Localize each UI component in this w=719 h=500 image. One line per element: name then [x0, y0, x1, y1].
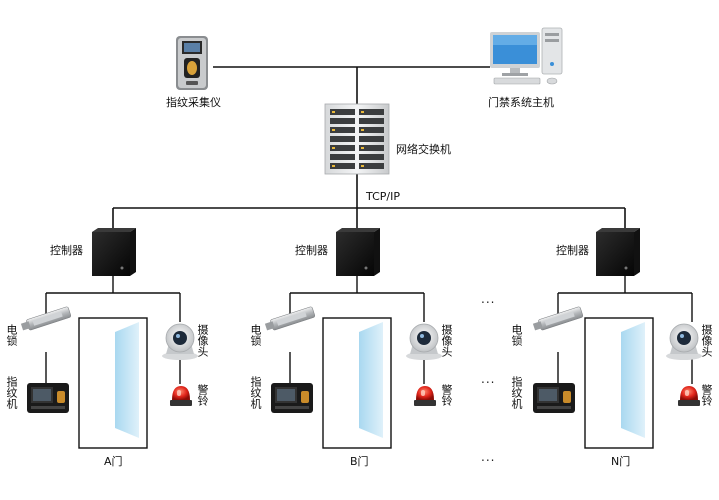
fingerprint-reader-label: 指纹机 [510, 376, 523, 409]
alarm-bell-icon [414, 386, 436, 406]
alarm-bell-label: 警铃 [196, 384, 209, 406]
door [78, 317, 148, 449]
controller-label: 控制器 [295, 244, 328, 257]
electric-lock-label: 电锁 [249, 324, 262, 346]
alarm-bell-icon [170, 386, 192, 406]
fingerprint-reader-label: 指纹机 [249, 376, 262, 409]
camera-icon [406, 323, 442, 360]
electric-lock-icon [264, 306, 316, 331]
group-a [20, 228, 198, 449]
alarm-bell-icon [678, 386, 700, 406]
access-host-computer-icon [490, 27, 563, 85]
camera-icon [666, 323, 702, 360]
alarm-bell-label: 警铃 [440, 384, 453, 406]
camera-label: 摄像头 [440, 324, 453, 357]
door-label: B门 [350, 455, 369, 468]
door-label: N门 [611, 455, 631, 468]
controller-label: 控制器 [556, 244, 589, 257]
camera-label: 摄像头 [196, 324, 209, 357]
fingerprint-reader-icon [27, 383, 69, 413]
electric-lock-icon [532, 306, 584, 331]
controller-icon [336, 228, 380, 276]
alarm-bell-label: 警铃 [700, 384, 713, 406]
controller-icon [92, 228, 136, 276]
fingerprint-reader-label: 指纹机 [5, 376, 18, 409]
fingerprint-collector-label: 指纹采集仪 [166, 96, 221, 109]
controller-icon [596, 228, 640, 276]
group-a-wiring [45, 275, 181, 384]
door [322, 317, 392, 449]
group-n [532, 228, 702, 449]
controller-label: 控制器 [50, 244, 83, 257]
fingerprint-collector-icon [176, 36, 208, 90]
ellipsis-mark: ... [481, 292, 496, 306]
camera-icon [162, 323, 198, 360]
electric-lock-icon [20, 306, 72, 331]
ellipsis-mark: ... [481, 450, 496, 464]
network-switch-icon [324, 103, 390, 175]
ellipsis-mark: ... [481, 372, 496, 386]
door [584, 317, 654, 449]
access-host-label: 门禁系统主机 [488, 96, 554, 109]
top-connections [112, 66, 626, 234]
camera-label: 摄像头 [700, 324, 713, 357]
network-switch-label: 网络交换机 [396, 143, 451, 156]
group-b-wiring [289, 275, 425, 384]
electric-lock-label: 电锁 [5, 324, 18, 346]
fingerprint-reader-icon [533, 383, 575, 413]
door-label: A门 [104, 455, 123, 468]
fingerprint-reader-icon [271, 383, 313, 413]
group-b [264, 228, 442, 449]
protocol-label: TCP/IP [366, 190, 400, 203]
electric-lock-label: 电锁 [510, 324, 523, 346]
